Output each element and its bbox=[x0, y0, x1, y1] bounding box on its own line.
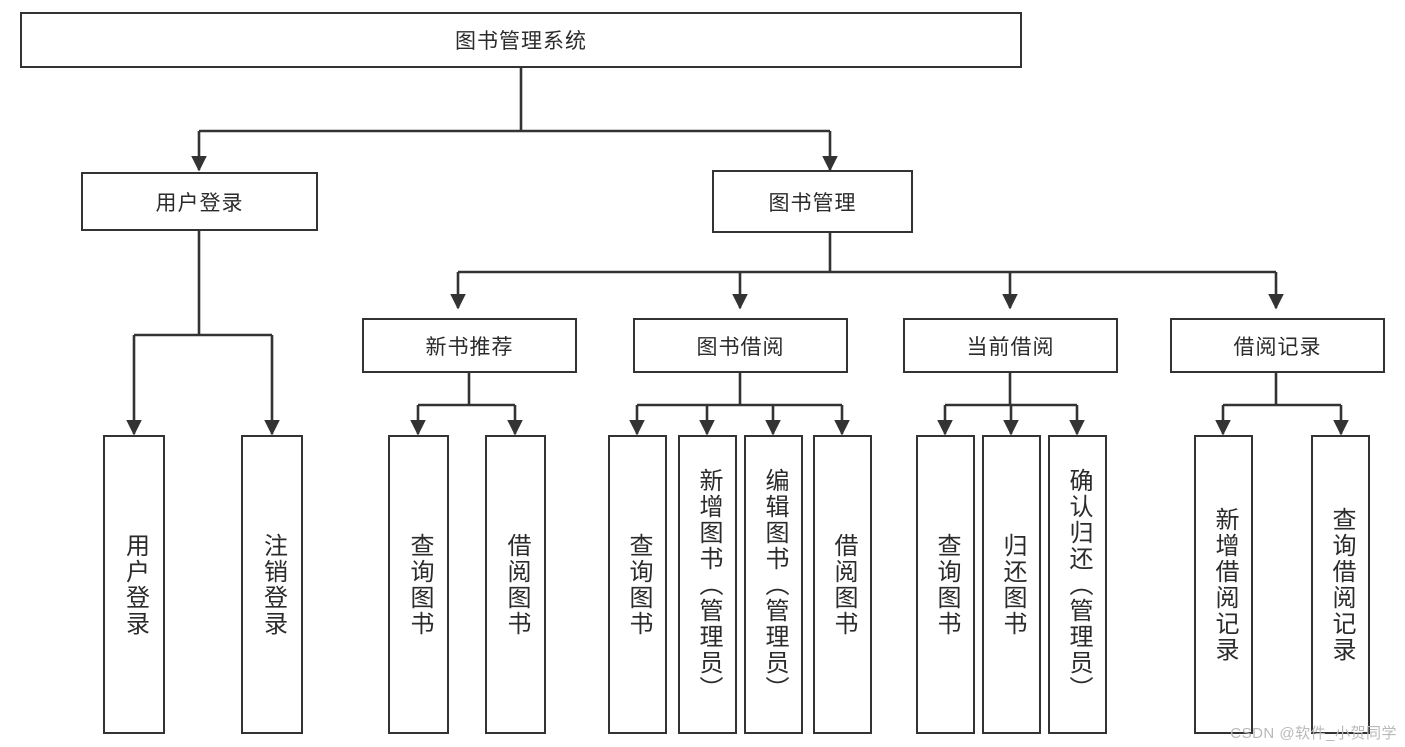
node-current-borrow-label: 当前借阅 bbox=[966, 335, 1055, 359]
leaf-label: 注销登录 bbox=[259, 532, 287, 637]
node-new-book-recommend-label: 新书推荐 bbox=[425, 335, 514, 359]
leaf-label: 新增图书（管理员） bbox=[694, 467, 722, 702]
leaf-label: 查询借阅记录 bbox=[1327, 506, 1355, 663]
node-book-management-label: 图书管理 bbox=[768, 191, 857, 215]
leaf-user-login-signin[interactable]: 用户登录 bbox=[103, 435, 165, 734]
leaf-current-query-book[interactable]: 查询图书 bbox=[916, 435, 975, 734]
node-borrow-record-label: 借阅记录 bbox=[1233, 335, 1322, 359]
node-book-borrow-label: 图书借阅 bbox=[696, 335, 785, 359]
leaf-record-query-record[interactable]: 查询借阅记录 bbox=[1311, 435, 1370, 734]
leaf-recommend-borrow-book[interactable]: 借阅图书 bbox=[485, 435, 546, 734]
leaf-current-return-book[interactable]: 归还图书 bbox=[982, 435, 1041, 734]
leaf-label: 借阅图书 bbox=[502, 532, 530, 637]
leaf-recommend-query-book[interactable]: 查询图书 bbox=[388, 435, 449, 734]
leaf-label: 新增借阅记录 bbox=[1210, 506, 1238, 663]
leaf-label: 归还图书 bbox=[998, 532, 1026, 637]
node-current-borrow[interactable]: 当前借阅 bbox=[903, 318, 1118, 373]
node-new-book-recommend[interactable]: 新书推荐 bbox=[362, 318, 577, 373]
node-user-login[interactable]: 用户登录 bbox=[81, 172, 318, 231]
leaf-borrow-add-book-admin[interactable]: 新增图书（管理员） bbox=[678, 435, 737, 734]
leaf-user-login-signout[interactable]: 注销登录 bbox=[241, 435, 303, 734]
node-root-label: 图书管理系统 bbox=[455, 30, 587, 53]
node-root[interactable]: 图书管理系统 bbox=[20, 12, 1022, 68]
leaf-label: 编辑图书（管理员） bbox=[760, 467, 788, 702]
leaf-borrow-edit-book-admin[interactable]: 编辑图书（管理员） bbox=[744, 435, 803, 734]
node-borrow-record[interactable]: 借阅记录 bbox=[1170, 318, 1385, 373]
node-book-borrow[interactable]: 图书借阅 bbox=[633, 318, 848, 373]
leaf-label: 用户登录 bbox=[121, 532, 149, 637]
node-user-login-label: 用户登录 bbox=[155, 191, 244, 215]
leaf-label: 查询图书 bbox=[932, 532, 960, 637]
leaf-current-confirm-return-admin[interactable]: 确认归还（管理员） bbox=[1048, 435, 1107, 734]
watermark-text: CSDN @软件_小贺同学 bbox=[1230, 725, 1397, 742]
leaf-label: 确认归还（管理员） bbox=[1064, 467, 1092, 702]
leaf-borrow-query-book[interactable]: 查询图书 bbox=[608, 435, 667, 734]
leaf-label: 查询图书 bbox=[405, 532, 433, 637]
leaf-record-add-record[interactable]: 新增借阅记录 bbox=[1194, 435, 1253, 734]
leaf-label: 借阅图书 bbox=[829, 532, 857, 637]
leaf-borrow-borrow-book[interactable]: 借阅图书 bbox=[813, 435, 872, 734]
node-book-management[interactable]: 图书管理 bbox=[712, 170, 913, 233]
leaf-label: 查询图书 bbox=[624, 532, 652, 637]
